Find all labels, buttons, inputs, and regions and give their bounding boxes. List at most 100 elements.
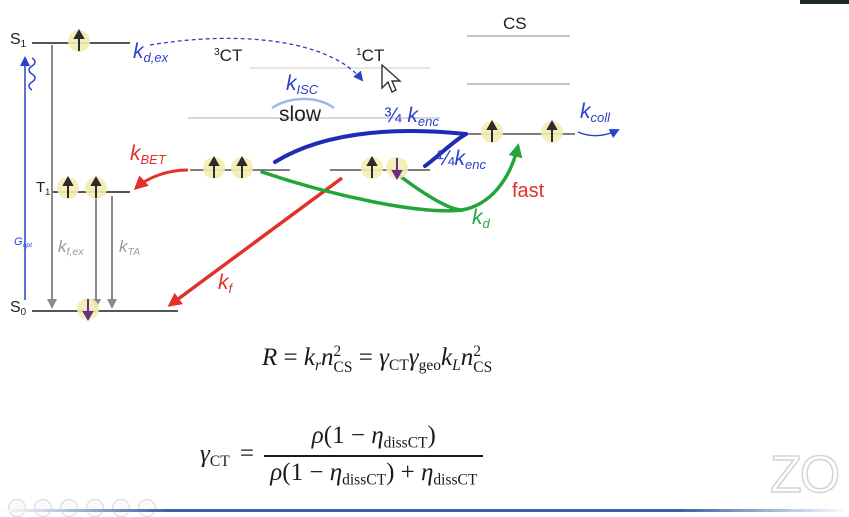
spin-up-arrow-3ct-a — [208, 155, 220, 178]
g-opt-subscript: opt — [22, 242, 33, 250]
kd-curve-from-3ct — [260, 170, 464, 213]
ct1-text: CT — [361, 46, 385, 65]
g-opt-letter: G — [14, 236, 23, 248]
zoom-tool-button[interactable] — [112, 499, 130, 517]
one-quarter-k: k — [454, 147, 466, 170]
kisc-label: kISC — [286, 72, 318, 97]
kf-subscript: f — [228, 280, 233, 296]
prev-slide-button[interactable] — [8, 499, 26, 517]
eq1-n: n — [321, 344, 334, 372]
spin-markers — [57, 28, 563, 322]
three-quarter-kenc-label: ¾ kenc — [384, 104, 439, 129]
one-quarter-kenc-curve — [423, 132, 468, 168]
kta-label: kTA — [119, 237, 140, 258]
eq2-equals: = — [239, 440, 255, 468]
slides-overview-button[interactable] — [86, 499, 104, 517]
eq1-equals: = — [283, 344, 298, 372]
kcoll-arrow — [577, 129, 620, 139]
eq2-ct-subscript: CT — [209, 453, 230, 471]
kf-ex-label: kf,ex — [58, 237, 83, 258]
kd-arrow — [461, 143, 523, 212]
kta-subscript: TA — [127, 246, 141, 259]
kd-subscript: d — [482, 215, 490, 231]
eq1-n-2: n — [460, 344, 474, 372]
eq2-num-close: ) — [427, 422, 436, 449]
kd-ex-subscript: d,ex — [143, 49, 169, 65]
equation-2: γCT = ρ(1 − ηdissCT) ρ(1 − ηdissCT) + ηd… — [200, 422, 484, 490]
slow-label: slow — [279, 103, 322, 126]
top-right-corner-block — [800, 0, 849, 4]
eq2-den-one-minus: (1 − — [282, 458, 330, 486]
spin-up-arrow-cs-a — [486, 119, 498, 142]
one-quarter-kenc-label: ¼kenc — [437, 147, 486, 172]
kisc-double-arrow — [271, 97, 335, 110]
s1-subscript: 1 — [20, 38, 27, 50]
eq2-denominator: ρ(1 − ηdissCT) + ηdissCT — [264, 457, 483, 490]
eq2-den-rho: ρ — [270, 458, 283, 486]
eq1-n2-exponent: 2 — [473, 343, 482, 360]
kd-k: k — [472, 206, 483, 229]
spin-up-arrow-1ct-a — [366, 155, 378, 178]
spin-up-arrow-3ct-b — [236, 155, 248, 178]
eq1-gamma-ct: γ — [379, 344, 389, 372]
ct1-superscript: 1 — [356, 46, 362, 58]
eq1-ct-subscript: CT — [388, 356, 409, 374]
s0-subscript: 0 — [20, 306, 27, 318]
kbet-arrow — [133, 168, 189, 191]
t1-letter: T — [36, 179, 46, 196]
kd-label: kd — [472, 206, 490, 231]
zoom-watermark: ZO — [769, 445, 841, 505]
eq1-geo-subscript: geo — [418, 356, 442, 374]
eq1-k-l: k — [441, 344, 453, 372]
spin-up-arrow-cs-b — [546, 119, 558, 142]
s1-letter: S — [10, 31, 21, 48]
three-quarter-fraction: ¾ — [384, 104, 402, 127]
next-slide-button[interactable] — [34, 499, 52, 517]
three-quarter-kenc-curve — [273, 129, 468, 164]
one-quarter-fraction: ¼ — [437, 147, 455, 170]
ct3-text: CT — [219, 46, 243, 65]
eq1-n2-subscript: CS — [473, 358, 493, 376]
ct1-label: 1CT — [356, 46, 384, 66]
pen-tool-button[interactable] — [60, 499, 78, 517]
ct3-label: 3CT — [214, 46, 242, 66]
eq2-den-close: ) — [386, 458, 395, 486]
eq2-den-eta-2: η — [421, 458, 434, 486]
spin-down-arrow-s0 — [82, 299, 94, 322]
s1-relaxation-squiggle — [28, 57, 36, 91]
kbet-label: kBET — [130, 142, 166, 167]
spin-down-arrow-1ct-b — [391, 158, 403, 181]
eq1-equals-2: = — [358, 344, 373, 372]
eq2-num-rho: ρ — [311, 422, 324, 449]
eq1-r-subscript: r — [315, 356, 322, 374]
kcoll-subscript: coll — [590, 109, 611, 125]
kf-label: kf — [218, 271, 232, 296]
eq1-gamma-geo: γ — [408, 344, 419, 372]
kbet-k: k — [130, 142, 141, 165]
t1-subscript: 1 — [45, 186, 51, 197]
kbet-subscript: BET — [140, 151, 166, 167]
spin-up-arrow-s1 — [73, 28, 85, 51]
eq2-fraction: ρ(1 − ηdissCT) ρ(1 − ηdissCT) + ηdissCT — [264, 422, 484, 490]
eq1-l-subscript: L — [452, 356, 461, 374]
one-quarter-enc-subscript: enc — [465, 156, 487, 172]
spin-up-arrow-t1-b — [90, 175, 102, 198]
eq2-num-eta-subscript: dissCT — [383, 434, 428, 452]
t1-label: T1 — [36, 179, 50, 197]
kd-ex-arrow — [149, 37, 364, 82]
ct3-superscript: 3 — [214, 46, 220, 58]
eq2-gamma: γ — [200, 440, 210, 468]
mouse-cursor-icon — [381, 64, 402, 93]
three-quarter-k: k — [407, 104, 418, 127]
s1-label: S1 — [10, 31, 26, 50]
kf-ex-k: k — [58, 237, 67, 256]
s0-label: S0 — [10, 299, 26, 318]
eq1-n-subscript: CS — [333, 358, 353, 376]
eq1-k: k — [303, 344, 315, 372]
slide-bottom-rule — [0, 509, 849, 512]
more-options-button[interactable] — [138, 499, 156, 517]
kd-ex-label: kd,ex — [133, 40, 168, 65]
